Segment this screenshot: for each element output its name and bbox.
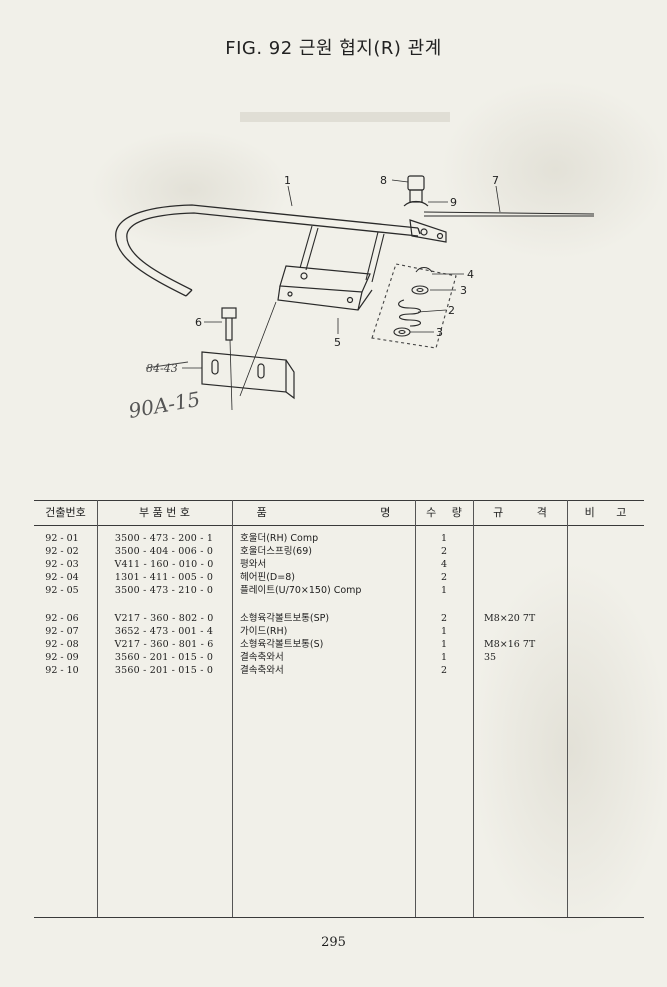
figure-title: FIG. 92 근원 협지(R) 관계 bbox=[225, 38, 442, 59]
handwritten-part-number: 84-43 bbox=[146, 362, 178, 375]
hex-bolt bbox=[221, 307, 237, 341]
callout-3b: 3 bbox=[436, 326, 443, 339]
table-row: 92 - 10 3560 - 201 - 015 - 0 결속축와서 2 bbox=[45, 665, 448, 676]
column-divider bbox=[415, 500, 416, 917]
header-part-number: 부 품 번 호 bbox=[139, 506, 190, 519]
paper-stain bbox=[440, 80, 667, 260]
column-divider bbox=[97, 500, 98, 917]
column-divider bbox=[473, 500, 474, 917]
holder-rod bbox=[115, 204, 421, 297]
callout-7: 7 bbox=[492, 174, 499, 187]
table-bottom-border bbox=[34, 917, 644, 918]
header-part-name: 품 명 bbox=[256, 506, 391, 519]
rod-bracket bbox=[403, 175, 447, 243]
assembly-lines bbox=[229, 301, 277, 411]
table-row: 92 - 01 3500 - 473 - 200 - 1 호울더(RH) Com… bbox=[45, 533, 448, 544]
callout-9: 9 bbox=[450, 196, 457, 209]
column-divider bbox=[567, 500, 568, 917]
paper-stain bbox=[90, 130, 290, 250]
column-divider bbox=[232, 500, 233, 917]
callout-3a: 3 bbox=[460, 284, 467, 297]
table-row: 92 - 08 V217 - 360 - 801 - 6 소형육각볼트보통(S)… bbox=[45, 639, 536, 650]
table-row: 92 - 02 3500 - 404 - 006 - 0 호울더스프링(69) … bbox=[45, 546, 448, 557]
parts-diagram: 1 2 3 3 4 5 6 7 8 9 84-43 90A-15 bbox=[115, 112, 595, 423]
header-no: 건출번호 bbox=[45, 506, 86, 519]
header-spec: 규 격 bbox=[493, 506, 547, 519]
callout-4: 4 bbox=[467, 268, 474, 281]
callout-6: 6 bbox=[195, 316, 202, 329]
table-row: 92 - 09 3560 - 201 - 015 - 0 결속축와서 1 35 bbox=[45, 652, 497, 663]
paper-stain bbox=[470, 560, 667, 940]
header-note: 비 고 bbox=[584, 506, 627, 519]
page-number: 295 bbox=[321, 935, 346, 950]
plate-comp bbox=[277, 265, 373, 311]
leader-lines bbox=[182, 179, 501, 369]
table-row: 92 - 04 1301 - 411 - 005 - 0 헤어핀(D=8) 2 bbox=[45, 572, 448, 583]
table-row: 92 - 05 3500 - 473 - 210 - 0 플레이트(U/70×1… bbox=[45, 585, 448, 596]
table-row: 92 - 03 V411 - 160 - 010 - 0 평와서 4 bbox=[45, 559, 448, 570]
table-top-border bbox=[34, 500, 644, 501]
table-header-border bbox=[34, 525, 644, 526]
header-quantity: 수 량 bbox=[426, 506, 462, 519]
callout-8: 8 bbox=[380, 174, 387, 187]
guide-wire bbox=[423, 211, 595, 217]
guide-pins bbox=[299, 225, 385, 283]
callout-2: 2 bbox=[448, 304, 455, 317]
callout-1: 1 bbox=[284, 174, 291, 187]
guide-bracket bbox=[201, 351, 295, 400]
callout-5: 5 bbox=[334, 336, 341, 349]
table-row: 92 - 07 3652 - 473 - 001 - 4 가이드(RH) 1 bbox=[45, 626, 448, 637]
table-row: 92 - 06 V217 - 360 - 802 - 0 소형육각볼트보통(SP… bbox=[45, 613, 536, 624]
